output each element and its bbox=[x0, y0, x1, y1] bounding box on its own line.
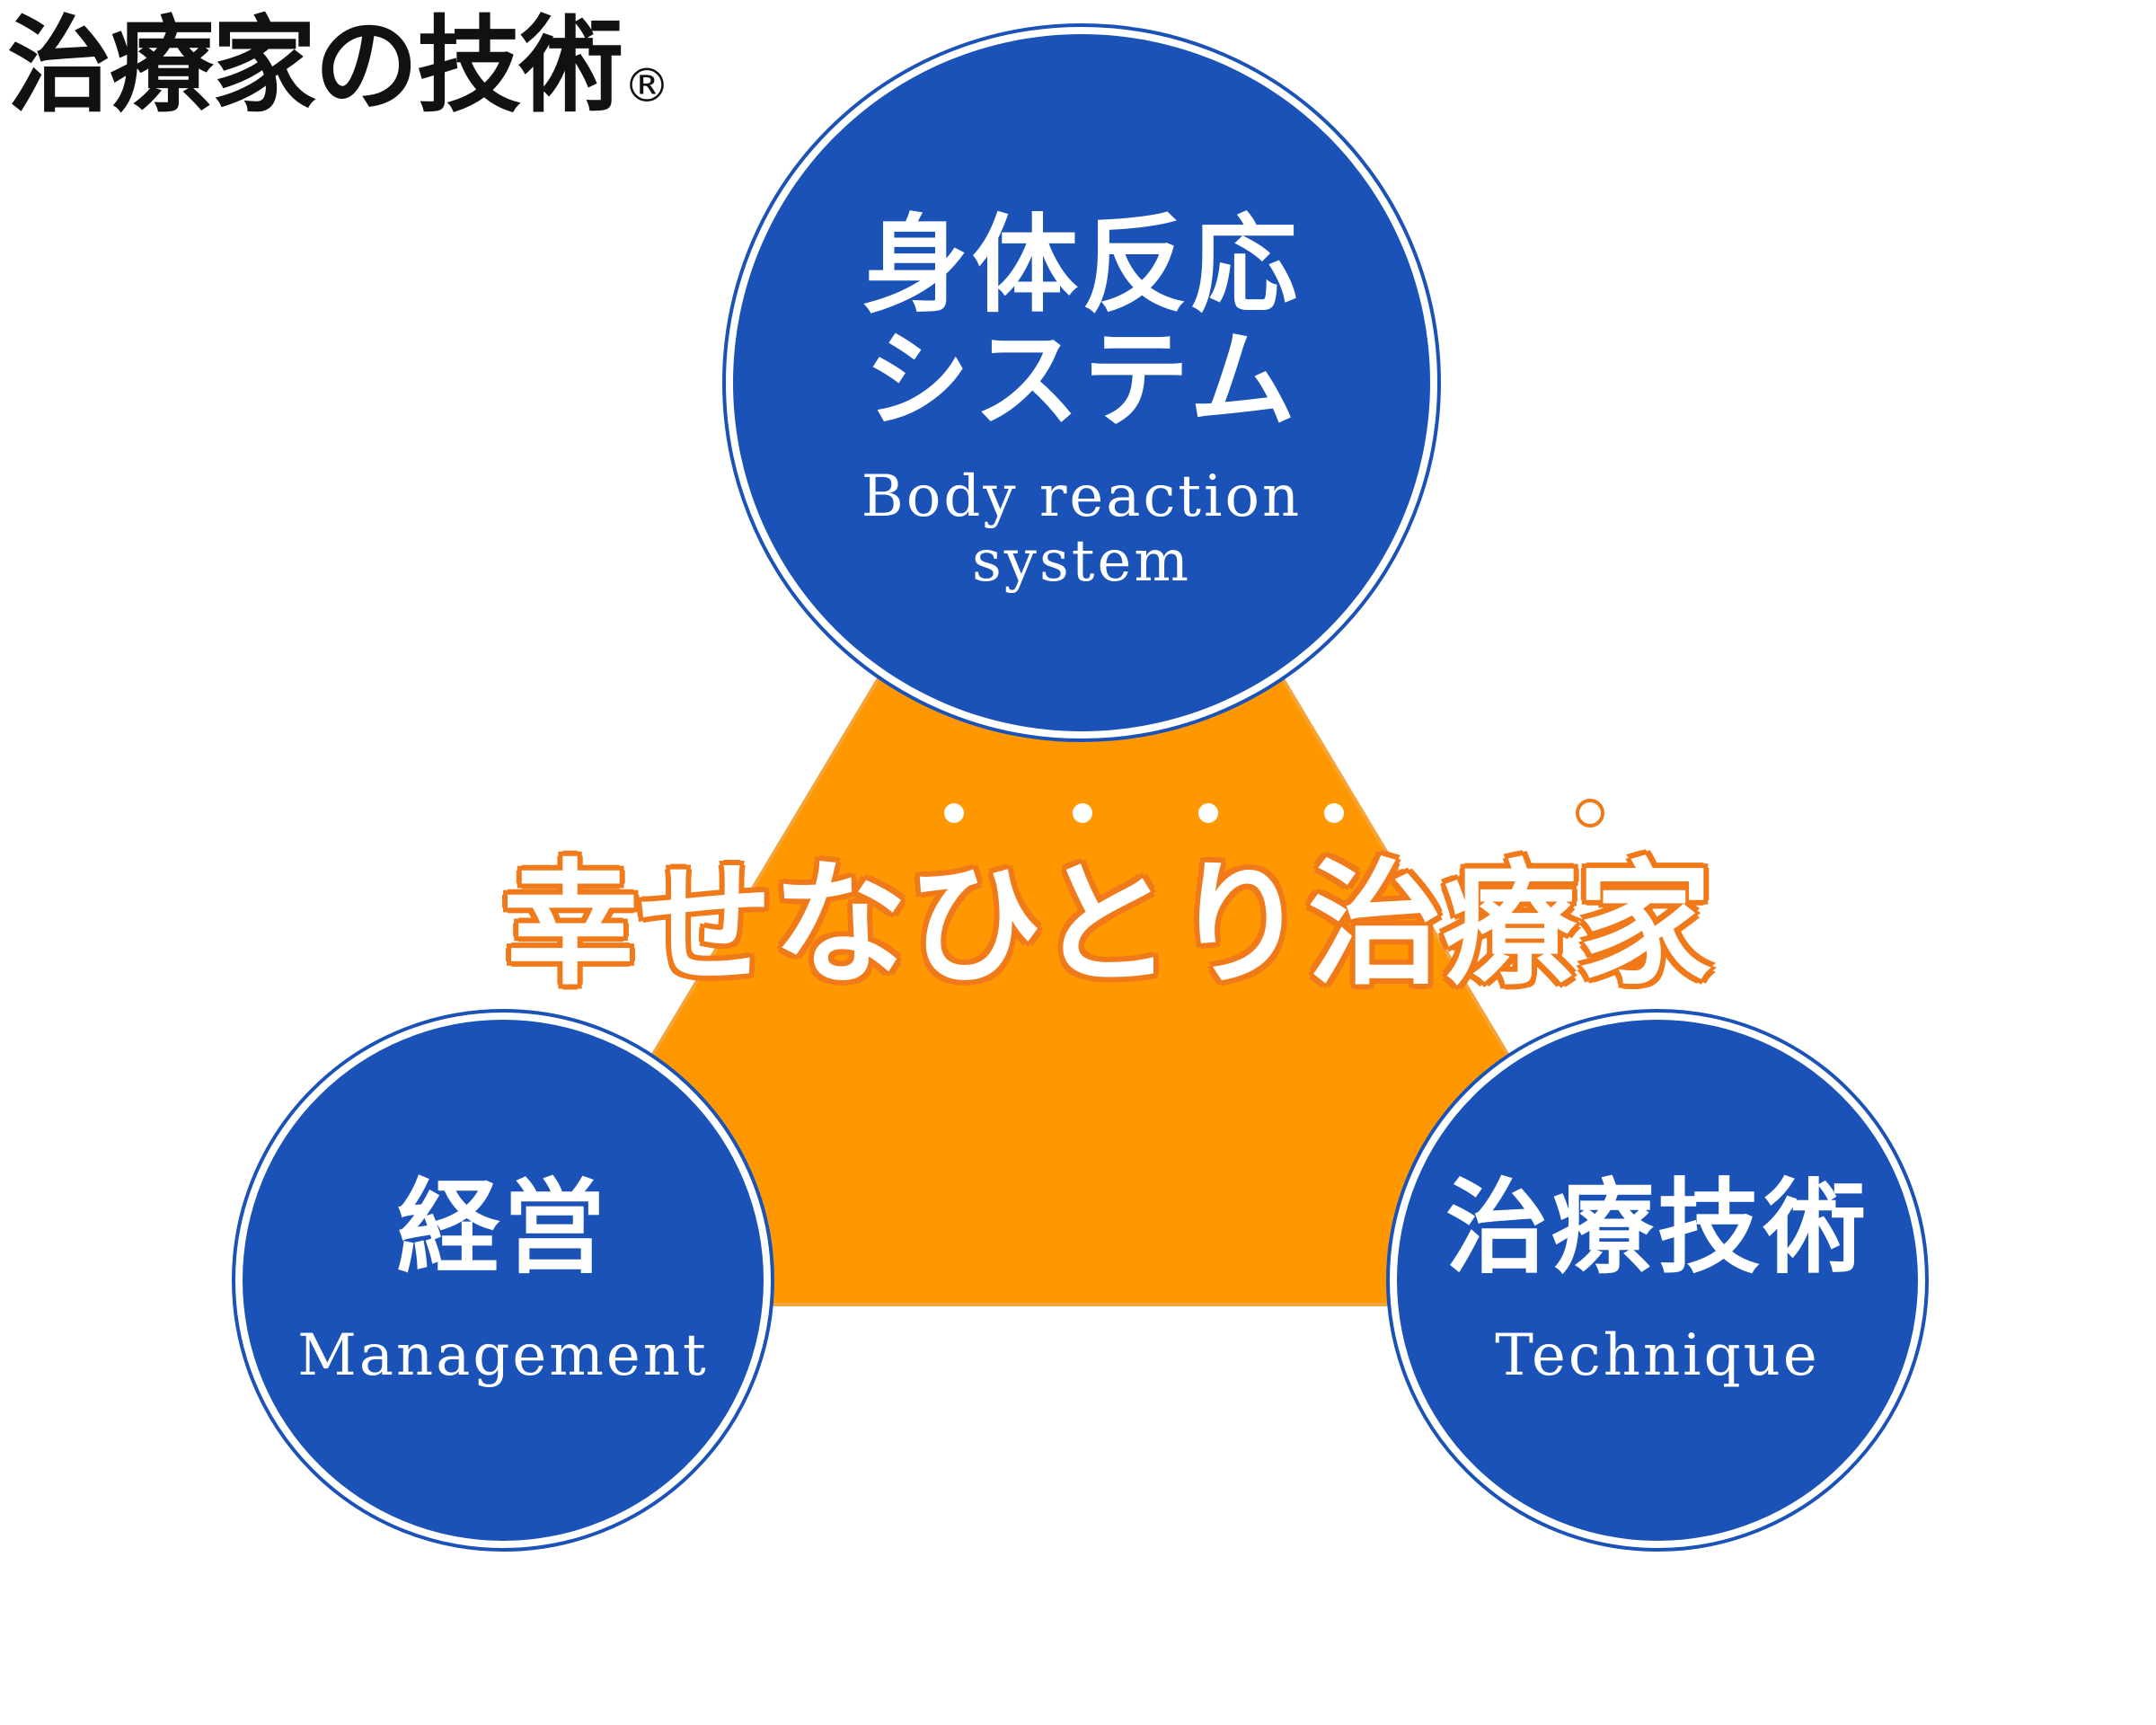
node-management-en: Management bbox=[297, 1322, 709, 1389]
node-management-jp: 経営 bbox=[396, 1168, 609, 1287]
brand-title: 治療家の技術® bbox=[7, 4, 670, 149]
node-technique: 治療技術 Technique bbox=[1395, 1018, 1920, 1543]
node-technique-en: Technique bbox=[1495, 1322, 1820, 1389]
right-circle-shape bbox=[1386, 1009, 1929, 1552]
registered-mark: ® bbox=[623, 59, 670, 113]
node-technique-jp: 治療技術 bbox=[1445, 1168, 1869, 1287]
emphasis-dots bbox=[944, 799, 1604, 827]
brand-title-text: 治療家の技術 bbox=[7, 5, 623, 127]
node-body-reaction-en: Body reaction system bbox=[861, 464, 1303, 595]
left-circle-shape bbox=[232, 1009, 774, 1552]
node-body-reaction-jp: 身体反応システム bbox=[862, 203, 1301, 442]
node-body-reaction: 身体反応システム Body reaction system bbox=[731, 32, 1432, 733]
center-slogan: 幸せなひとり治療家 bbox=[503, 847, 1712, 1004]
node-management: 経営 Management bbox=[241, 1018, 765, 1543]
top-circle-shape bbox=[722, 23, 1441, 742]
orange-triangle bbox=[499, 338, 1661, 1306]
